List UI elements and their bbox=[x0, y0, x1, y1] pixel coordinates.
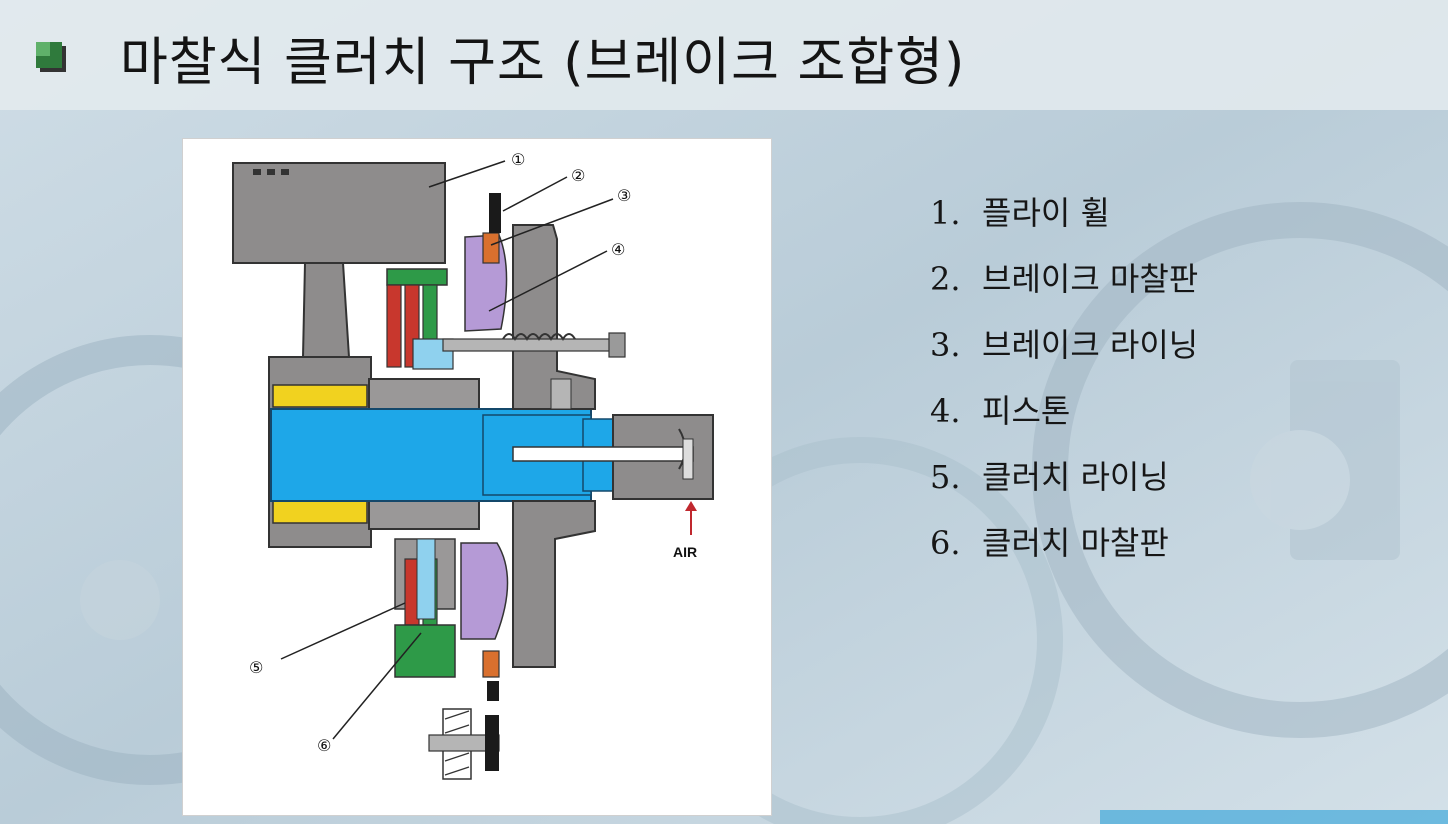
legend-item: 4. 피스톤 bbox=[930, 386, 1198, 452]
brake-lining-upper bbox=[482, 232, 500, 264]
clutch-diagram-panel: AIR ① ② ③ ④ ⑤ ⑥ bbox=[182, 138, 772, 816]
mounting-bracket bbox=[428, 708, 500, 780]
air-inlet-arrow-icon bbox=[685, 501, 697, 535]
legend-text: 플라이 휠 bbox=[982, 194, 1110, 232]
bolt-spring bbox=[442, 332, 626, 410]
legend-text: 클러치 라이닝 bbox=[982, 458, 1169, 496]
gear-right-icon bbox=[1032, 202, 1448, 738]
clutch-pack-lower bbox=[394, 538, 456, 678]
legend-number: 5. bbox=[930, 458, 961, 496]
bushing-lower bbox=[272, 500, 368, 524]
brake-lining-lower bbox=[482, 650, 500, 678]
callout-3: ③ bbox=[617, 186, 631, 205]
legend-text: 피스톤 bbox=[982, 392, 1071, 430]
legend-item: 5. 클러치 라이닝 bbox=[930, 452, 1198, 518]
piston-lower bbox=[460, 542, 509, 640]
clutch-cross-section: AIR ① ② ③ ④ ⑤ ⑥ bbox=[232, 150, 714, 780]
brake-plate-lower bbox=[487, 681, 499, 701]
callout-1: ① bbox=[511, 150, 525, 169]
brake-plate-upper bbox=[489, 193, 501, 233]
legend-item: 3. 브레이크 라이닝 bbox=[930, 320, 1198, 386]
legend-item: 1. 플라이 휠 bbox=[930, 188, 1198, 254]
callout-4: ④ bbox=[611, 240, 625, 259]
air-label: AIR bbox=[673, 544, 697, 560]
legend-item: 6. 클러치 마찰판 bbox=[930, 518, 1198, 584]
legend-number: 4. bbox=[930, 392, 961, 430]
slide-title: 마찰식 클러치 구조 (브레이크 조합형) bbox=[120, 33, 966, 93]
legend-number: 1. bbox=[930, 194, 961, 232]
leader-lines bbox=[280, 160, 614, 740]
legend-number: 6. bbox=[930, 524, 961, 562]
bushing-upper bbox=[272, 384, 368, 408]
callout-6: ⑥ bbox=[317, 736, 331, 755]
legend-text: 브레이크 마찰판 bbox=[982, 260, 1199, 298]
legend-number: 3. bbox=[930, 326, 961, 364]
clutch-pack-upper bbox=[386, 268, 454, 370]
legend-text: 브레이크 라이닝 bbox=[982, 326, 1199, 364]
square-bullet-icon bbox=[36, 42, 66, 72]
legend-number: 2. bbox=[930, 260, 961, 298]
callout-5: ⑤ bbox=[249, 658, 263, 677]
air-joint bbox=[512, 414, 714, 500]
legend-item: 2. 브레이크 마찰판 bbox=[930, 254, 1198, 320]
brake-housing bbox=[512, 224, 596, 668]
legend-text: 클러치 마찰판 bbox=[982, 524, 1169, 562]
callout-2: ② bbox=[571, 166, 585, 185]
parts-legend: 1. 플라이 휠 2. 브레이크 마찰판 3. 브레이크 라이닝 4. 피스톤 5. 클러… bbox=[930, 188, 1198, 584]
